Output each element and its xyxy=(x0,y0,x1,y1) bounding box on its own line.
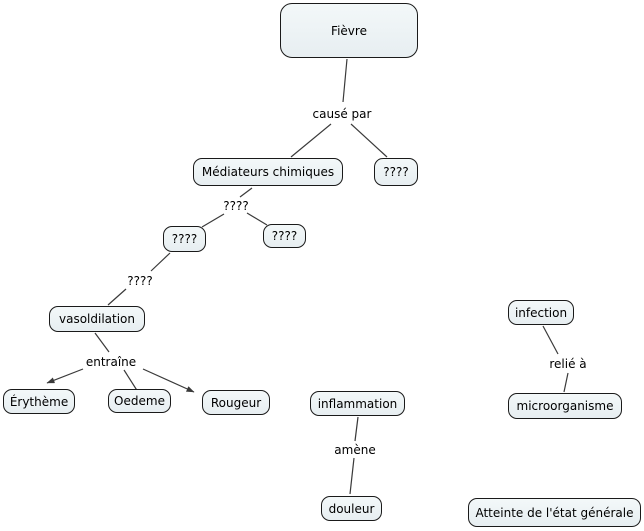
edge-label-unknown-upper[interactable]: ???? xyxy=(221,199,251,213)
node-douleur[interactable]: douleur xyxy=(321,496,382,521)
node-oedeme[interactable]: Oedeme xyxy=(108,389,171,413)
edge-inflammation-amene xyxy=(354,416,359,442)
node-rougeur[interactable]: Rougeur xyxy=(202,390,270,415)
edge-unknownlink-left xyxy=(201,213,225,228)
node-infection[interactable]: infection xyxy=(508,300,574,325)
edge-fievre-causepar xyxy=(342,58,348,103)
node-unknown-mid-right[interactable]: ???? xyxy=(263,224,306,248)
edge-causepar-unknown xyxy=(350,123,388,158)
node-unknown-mid-left[interactable]: ???? xyxy=(163,226,206,252)
node-unknown-top-right[interactable]: ???? xyxy=(374,158,418,186)
edge-causepar-mediateurs xyxy=(290,123,332,158)
node-mediateurs-chimiques[interactable]: Médiateurs chimiques xyxy=(193,158,343,186)
edge-mediateurs-unknownlink xyxy=(239,187,253,198)
edge-amene-douleur xyxy=(349,457,355,495)
edge-label-unknown-lower[interactable]: ???? xyxy=(125,274,155,288)
edge-unknownleft-unknownlink2 xyxy=(150,252,171,272)
node-vasoldilation[interactable]: vasoldilation xyxy=(49,306,145,332)
edge-label-entraine[interactable]: entraîne xyxy=(83,355,139,369)
edge-label-cause-par[interactable]: causé par xyxy=(310,107,374,121)
edge-unknownlink-right xyxy=(246,212,268,226)
node-inflammation[interactable]: inflammation xyxy=(310,391,405,416)
edge-label-relie-a[interactable]: relié à xyxy=(547,357,589,371)
node-microorganisme[interactable]: microorganisme xyxy=(508,393,622,419)
node-atteinte-etat-generale[interactable]: Atteinte de l'état générale xyxy=(468,498,641,527)
node-erytheme[interactable]: Érythème xyxy=(3,389,75,414)
edge-label-amene[interactable]: amène xyxy=(332,443,378,457)
node-fievre[interactable]: Fièvre xyxy=(280,3,418,58)
edge-reliea-microorganisme xyxy=(563,372,569,393)
edge-vasoldilation-entraine xyxy=(94,332,110,353)
edge-infection-reliea xyxy=(542,325,559,355)
edge-unknownlink2-vasoldilation xyxy=(107,288,127,306)
edge-entraine-erytheme-arrow xyxy=(46,368,84,384)
